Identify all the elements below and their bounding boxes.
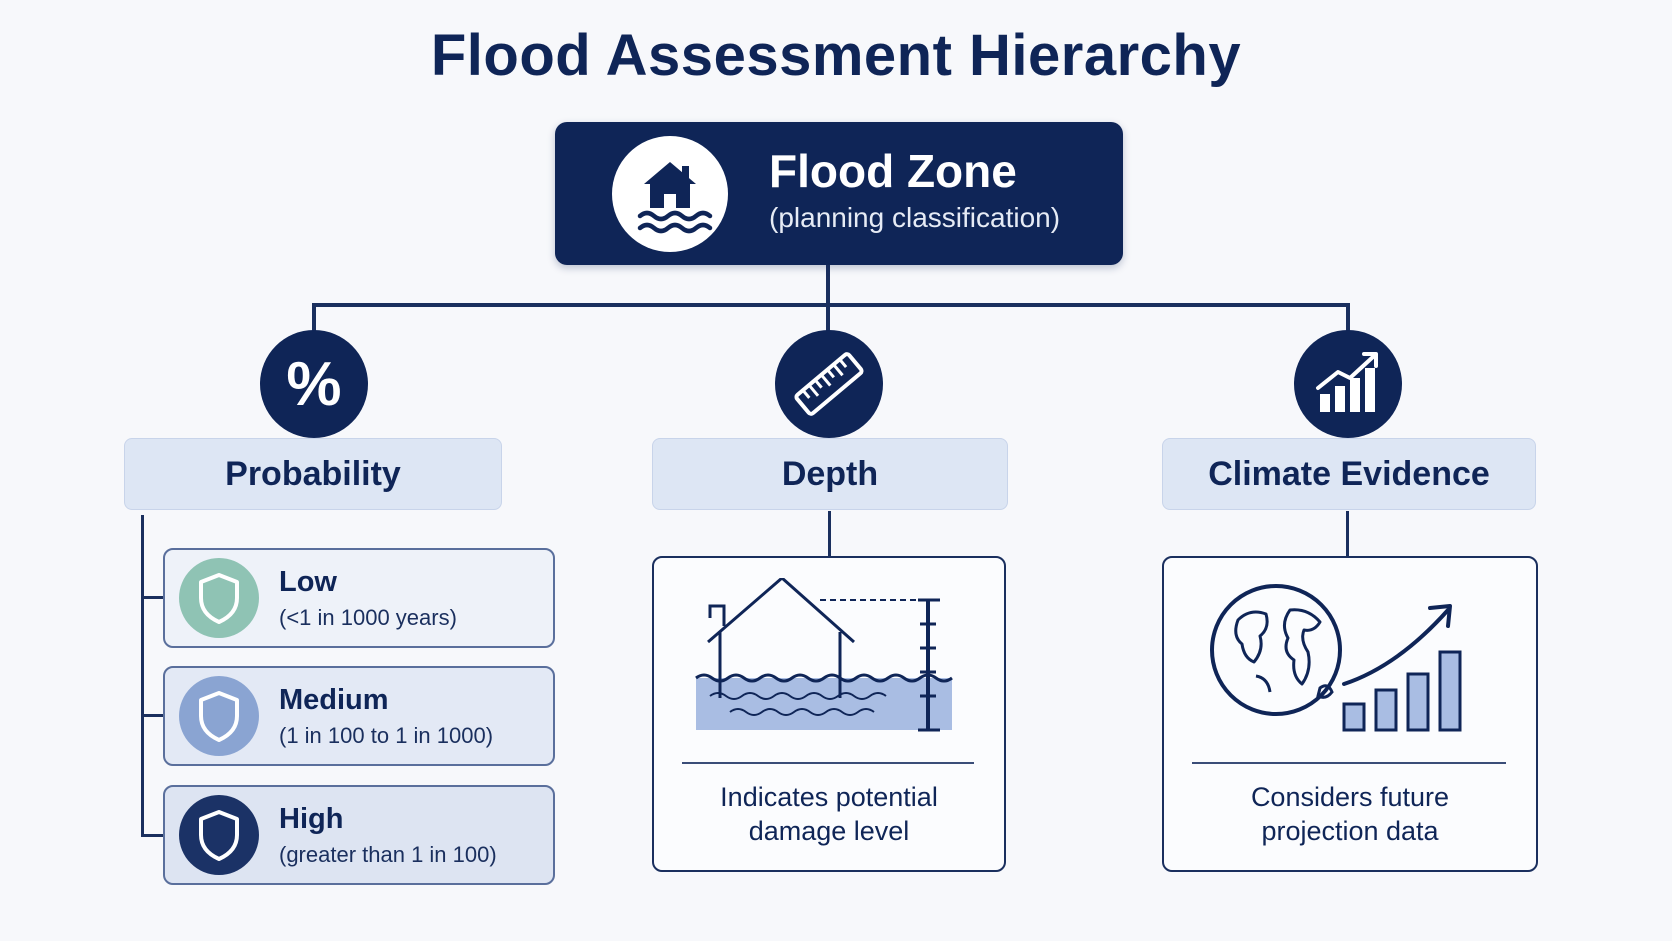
climate-panel-text-line2: projection data	[1261, 816, 1439, 846]
connector-depth-panel	[828, 511, 831, 557]
category-depth-label: Depth	[652, 438, 1008, 510]
connector-probability	[312, 303, 316, 333]
probability-low-description: (<1 in 1000 years)	[279, 605, 457, 630]
shield-icon	[179, 795, 259, 875]
svg-text:%: %	[286, 350, 341, 419]
climate-panel-text: Considers future projection data	[1164, 780, 1536, 848]
connector-probability-low	[141, 596, 163, 599]
flood-zone-node: Flood Zone (planning classification)	[555, 122, 1123, 265]
connector-climate	[1346, 303, 1350, 333]
connector-climate-panel	[1346, 511, 1349, 557]
flood-zone-subtitle: (planning classification)	[769, 202, 1061, 233]
connector-depth	[826, 303, 830, 333]
climate-evidence-panel: Considers future projection data	[1162, 556, 1538, 872]
probability-low-card: Low (<1 in 1000 years)	[163, 548, 555, 648]
climate-panel-text-line1: Considers future	[1250, 782, 1450, 812]
percent-icon: %	[260, 330, 368, 438]
climate-panel-divider	[1192, 762, 1506, 764]
rising-bar-chart-icon	[1294, 330, 1402, 438]
flood-zone-title: Flood Zone	[769, 145, 1017, 197]
connector-horizontal	[312, 303, 1350, 307]
probability-medium-description: (1 in 100 to 1 in 1000)	[279, 723, 494, 748]
probability-medium-name: Medium	[279, 684, 389, 716]
flooded-house-icon	[612, 136, 728, 252]
probability-high-card: High (greater than 1 in 100)	[163, 785, 555, 885]
probability-high-name: High	[279, 803, 344, 835]
ruler-icon	[775, 330, 883, 438]
globe-with-rising-chart-icon	[1208, 580, 1498, 750]
depth-panel-divider	[682, 762, 974, 764]
connector-probability-medium	[141, 714, 163, 717]
category-probability-label: Probability	[124, 438, 502, 510]
shield-icon	[179, 676, 259, 756]
depth-panel: Indicates potential damage level	[652, 556, 1006, 872]
probability-medium-card: Medium (1 in 100 to 1 in 1000)	[163, 666, 555, 766]
connector-probability-high	[141, 834, 163, 837]
house-in-floodwater-depth-gauge-icon	[690, 576, 970, 748]
diagram-title: Flood Assessment Hierarchy	[430, 23, 1242, 88]
depth-panel-text-line1: Indicates potential	[720, 782, 938, 812]
depth-panel-text-line2: damage level	[748, 816, 910, 846]
category-climate-evidence-label: Climate Evidence	[1162, 438, 1536, 510]
connector-root-down	[826, 265, 830, 307]
connector-probability-vertical	[141, 515, 144, 837]
probability-high-description: (greater than 1 in 100)	[279, 842, 497, 867]
shield-icon	[179, 558, 259, 638]
depth-panel-text: Indicates potential damage level	[654, 780, 1004, 848]
probability-low-name: Low	[279, 566, 337, 598]
